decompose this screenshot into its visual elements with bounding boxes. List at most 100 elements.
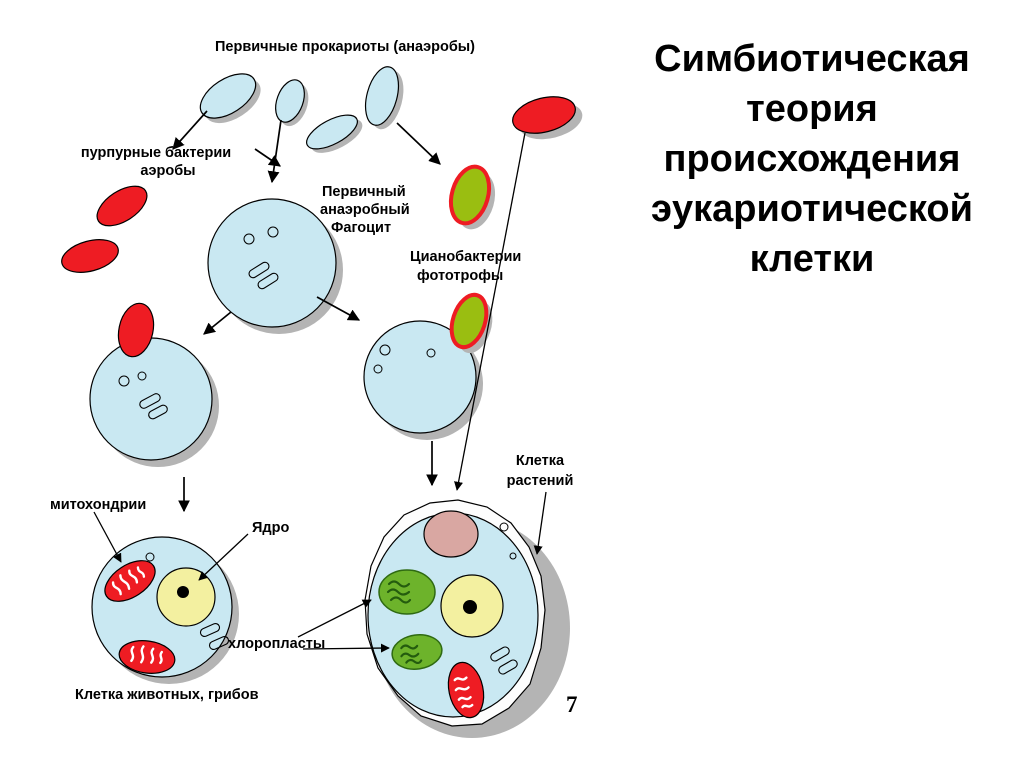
prokaryote-cell (275, 79, 305, 123)
nucleolus (177, 586, 189, 598)
label-plant-cell: растений (507, 473, 574, 489)
purple-bacterium (61, 239, 119, 273)
label-nucleus: Ядро (252, 520, 289, 536)
arrow-purple-label (254, 148, 281, 167)
arrow-phagocyte-to-left-cell (203, 311, 232, 335)
arrow-to-phagocyte (267, 119, 282, 184)
grana-line (400, 652, 420, 658)
grana-line (386, 588, 411, 596)
cyanobacterium (448, 164, 492, 226)
er-rod (208, 636, 230, 650)
vesicle (118, 375, 130, 387)
labels-group: Первичные прокариоты (анаэробы) пурпурны… (50, 39, 578, 717)
vesicle (137, 371, 147, 381)
nucleoid-rod (139, 393, 161, 409)
er-rod (490, 646, 510, 662)
label-phagocyte: анаэробный (320, 202, 410, 218)
chloroplast-body (391, 634, 443, 670)
slide-title: Симбиотическая теория происхождения эука… (612, 34, 1012, 284)
vesicle (509, 552, 517, 560)
er-rod (498, 659, 518, 675)
label-purple-bacteria-aerobes: аэробы (140, 163, 195, 179)
crista-line (159, 650, 164, 665)
purple-bacterium (512, 96, 576, 134)
arrow-nucleus-label (198, 533, 249, 581)
mitochondrion (447, 661, 485, 719)
grana-line (400, 644, 419, 650)
animal-fungal-cell (91, 536, 239, 684)
crista-line (453, 676, 468, 682)
phagocyte-cell-right (363, 320, 483, 440)
phagocyte-cell-body (207, 198, 337, 328)
mitochondrion-body (104, 560, 156, 602)
mitochondrion (104, 560, 156, 602)
plant-cell (364, 499, 570, 738)
grana-line (405, 658, 423, 665)
label-plant-cell: Клетка (516, 453, 565, 469)
vesicle (243, 233, 255, 245)
phagocyte-cell-left (89, 337, 219, 467)
crista-line (130, 645, 135, 663)
arrows-group (93, 110, 547, 653)
primary-prokaryotes-group (199, 66, 404, 153)
prokaryote-cell (199, 73, 257, 119)
vesicle (373, 364, 383, 374)
crista-line (457, 696, 472, 701)
grana-line (389, 596, 412, 604)
nucleoid-rod (248, 261, 270, 279)
label-cyanobacteria: Цианобактерии (410, 249, 521, 265)
arrow-phagocyte-to-right-cell (316, 296, 361, 321)
crista-line (454, 686, 470, 692)
crista-line (128, 569, 139, 584)
vacuole (423, 510, 479, 558)
slide-title-line: Симбиотическая (654, 38, 970, 80)
crista-line (461, 703, 474, 709)
label-phagocyte: Фагоцит (331, 220, 391, 236)
primary-phagocyte-cell-mid (207, 198, 343, 334)
phagocyte-cell-body (89, 337, 213, 461)
vesicle (379, 344, 391, 356)
vesicle (426, 348, 436, 358)
phagocyte-cell-body (363, 320, 477, 434)
arrow-chloroplast-label-2 (302, 643, 390, 653)
purple-bacterium (96, 185, 148, 227)
arrow-to-purple-bacteria (172, 110, 208, 150)
crista-line (136, 566, 146, 578)
arrow-bacterium-to-plant-cell (454, 132, 526, 491)
cyanobacterium-engulfed (449, 292, 489, 350)
purple-bacterium-engulfed (117, 302, 155, 358)
vesicle (145, 552, 155, 562)
slide-title-line: эукариотической (651, 188, 973, 230)
chloroplast (378, 569, 436, 615)
slide-title-line: происхождения (663, 138, 961, 180)
label-animal-fungal-cell: Клетка животных, грибов (75, 687, 259, 703)
chloroplast (391, 634, 443, 670)
grana-line (387, 580, 411, 588)
er-rod (199, 623, 221, 637)
page-number: 7 (566, 692, 578, 717)
label-cyanobacteria-phototrophs: фототрофы (417, 268, 503, 284)
slide-title-line: клетки (749, 238, 875, 280)
crista-line (119, 574, 131, 590)
label-phagocyte: Первичный (322, 184, 406, 200)
vesicle (499, 522, 509, 532)
arrow-mitochondria-label (93, 511, 122, 563)
mitochondrion (118, 640, 176, 674)
arrow-to-cyanobacterium (396, 122, 441, 165)
crista-line (150, 647, 155, 664)
label-chloroplasts: хлоропласты (228, 636, 325, 652)
slide-title-line: теория (746, 88, 878, 130)
crista-line (140, 645, 145, 664)
purple-bacteria-group (61, 96, 583, 358)
label-mitochondria: митохондрии (50, 497, 146, 513)
arrow-chloroplast-label-1 (297, 599, 372, 638)
nucleoid-rod (257, 272, 279, 290)
crista-line (111, 581, 122, 596)
vesicle (267, 226, 279, 238)
nucleoid-rod (148, 404, 168, 420)
arrow-plant-cell-label (533, 491, 547, 555)
cyanobacteria-group (448, 164, 496, 354)
prokaryote-cell (306, 114, 358, 150)
